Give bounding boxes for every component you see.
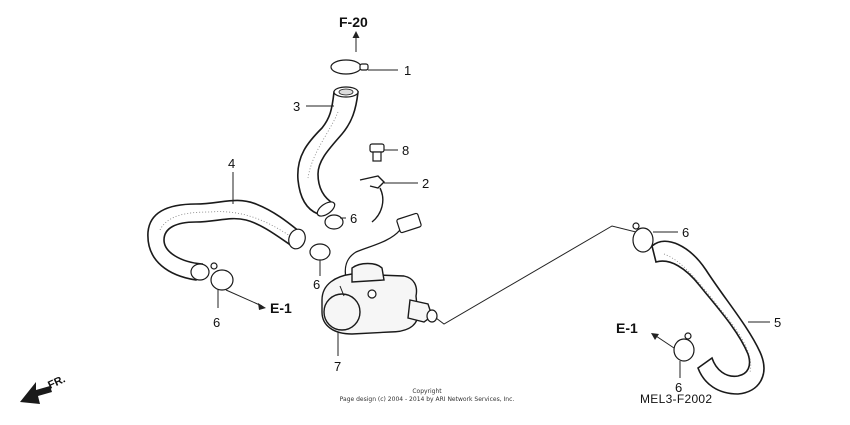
part-6-clip-upper (324, 214, 346, 230)
part-7-valve (321, 262, 438, 356)
callout-8: 8 (402, 143, 409, 158)
part-5-hose (651, 240, 770, 395)
callout-7: 7 (334, 359, 341, 374)
connector (344, 212, 422, 279)
connection-line (435, 225, 637, 325)
part-4-hose (147, 172, 306, 281)
callout-5: 5 (774, 315, 781, 330)
part-6-clip-right-upper (632, 222, 678, 253)
callout-2: 2 (422, 176, 429, 191)
ref-e1-right-arrow (651, 333, 675, 349)
part-8-bolt (369, 143, 398, 162)
callout-4: 4 (228, 156, 235, 171)
callout-6-right-lower: 6 (675, 380, 682, 395)
callout-3: 3 (293, 99, 300, 114)
callout-6-left: 6 (213, 315, 220, 330)
part-2-bracket (359, 175, 418, 223)
callout-6-right-upper: 6 (682, 225, 689, 240)
part-6-clip-left (210, 262, 234, 308)
part-3-hose (297, 86, 359, 217)
callout-6-mid: 6 (313, 277, 320, 292)
callout-6-upper: 6 (350, 211, 357, 226)
ref-e1-left-arrow (225, 289, 266, 310)
diagram-code: MEL3-F2002 (640, 392, 713, 406)
part-6-clip-mid (309, 243, 331, 276)
ref-e1-right-label: E-1 (616, 320, 638, 336)
front-direction-label: FR. (46, 373, 67, 391)
part-1-cap (330, 59, 398, 75)
ref-f20-label: F-20 (339, 14, 368, 30)
ref-f20-arrow (352, 31, 360, 52)
front-direction-arrow (20, 382, 52, 404)
callout-1: 1 (404, 63, 411, 78)
part-6-clip-right-lower (673, 332, 695, 378)
copyright-notice: Page design (c) 2004 - 2014 by ARI Netwo… (339, 396, 515, 403)
ref-e1-left-label: E-1 (270, 300, 292, 316)
copyright-title: Copyright (412, 388, 442, 395)
